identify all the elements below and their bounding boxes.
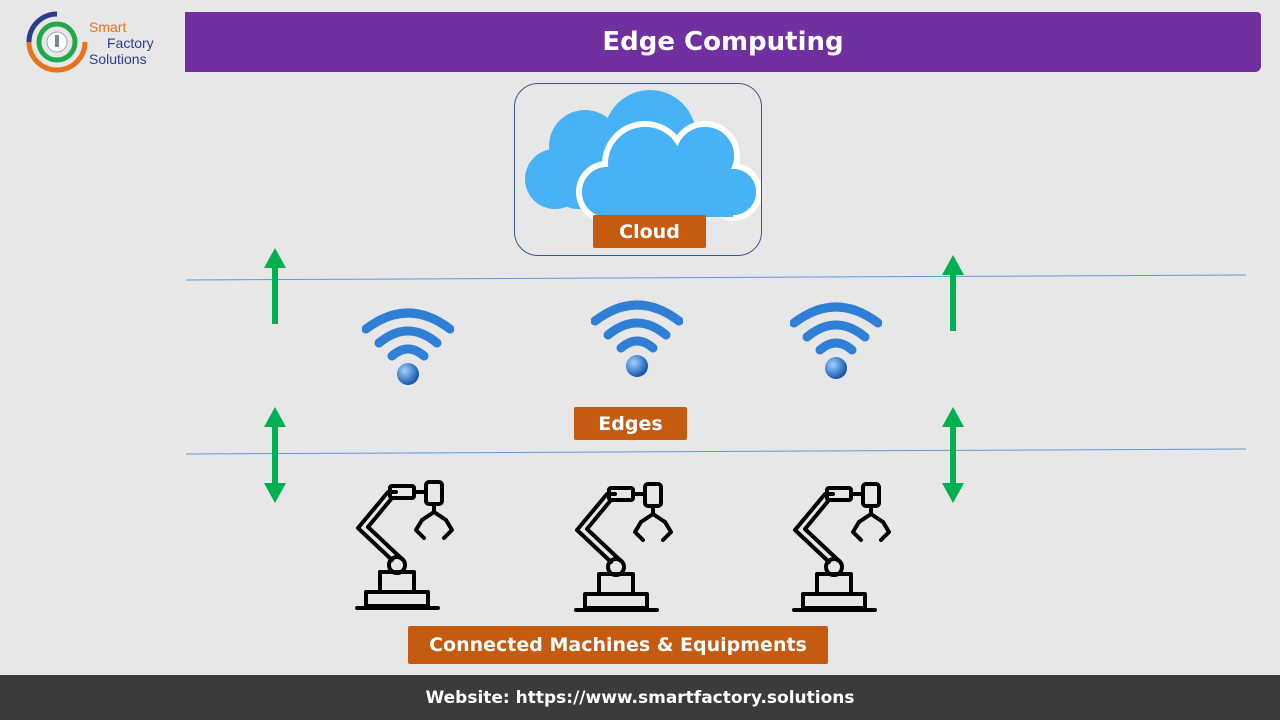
logo-text-solutions: Solutions <box>89 51 147 67</box>
logo: Smart Factory Solutions <box>26 11 176 73</box>
title-bar: Edge Computing <box>185 12 1261 72</box>
logo-text-smart: Smart <box>89 19 127 35</box>
double-arrow-icon <box>264 407 286 503</box>
robot-arm-icon <box>574 482 673 612</box>
wifi-icon <box>591 300 683 377</box>
logo-mark-icon <box>26 11 88 73</box>
wifi-icon <box>790 302 882 379</box>
robot-arm-icon <box>792 482 891 612</box>
robot-arm-icon <box>355 480 454 610</box>
double-arrow-icon <box>942 407 964 503</box>
up-arrow-icon <box>942 255 964 331</box>
wifi-icon <box>362 308 454 385</box>
machines-label: Connected Machines & Equipments <box>408 626 828 664</box>
footer: Website: https://www.smartfactory.soluti… <box>0 675 1280 720</box>
logo-text-factory: Factory <box>107 35 154 51</box>
up-arrow-icon <box>264 248 286 324</box>
cloud-box <box>514 83 762 256</box>
edges-label: Edges <box>574 407 687 440</box>
cloud-edge-divider <box>185 274 1247 281</box>
page-title: Edge Computing <box>602 27 844 57</box>
footer-website-text: Website: https://www.smartfactory.soluti… <box>425 687 855 708</box>
edge-machine-divider <box>185 448 1247 455</box>
cloud-icon <box>525 90 761 223</box>
cloud-label: Cloud <box>593 215 706 248</box>
